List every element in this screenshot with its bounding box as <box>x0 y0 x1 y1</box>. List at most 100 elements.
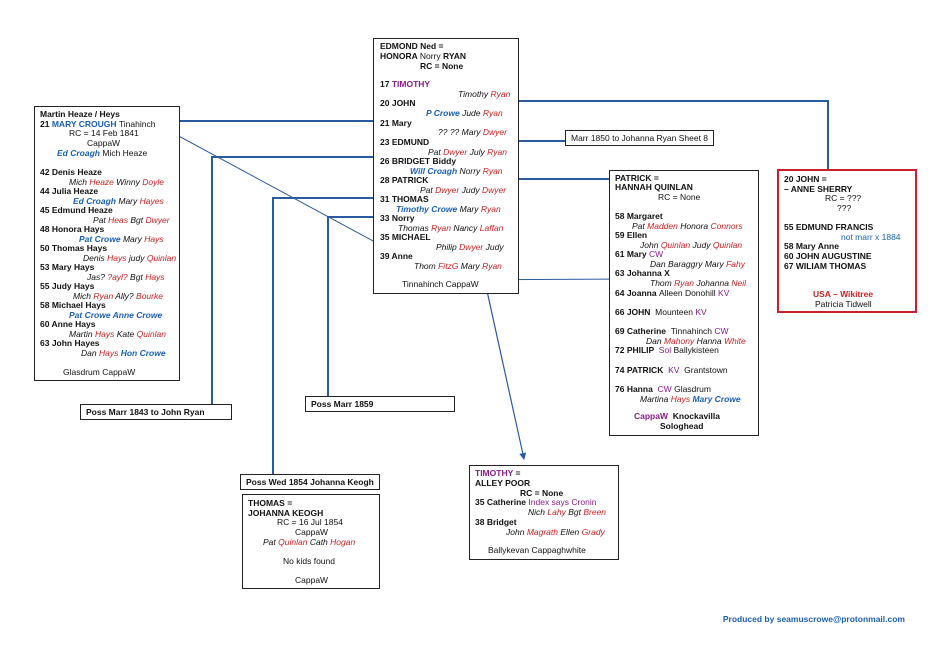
child-norry-sponsors: Thomas Ryan Nancy Laffan <box>398 223 504 233</box>
child-michael: 35 MICHAEL <box>380 232 431 242</box>
patrick-place-3: Sologhead <box>660 421 704 431</box>
john-child-60: 60 JOHN AUGUSTINE <box>784 251 872 261</box>
thomas-johanna-keogh-family-box: THOMAS = JOHANNA KEOGH RC = 16 Jul 1854 … <box>242 494 380 589</box>
child-mary-sponsors: ?? ?? Mary Dwyer <box>438 127 507 137</box>
john-child-67: 67 WILIAM THOMAS <box>784 261 867 271</box>
martin-child-50-sponsors: Denis Hays judy Quinlan <box>83 253 177 263</box>
timothy-alley-poor-family-box: TIMOTHY = ALLEY POOR RC = None 35 Cather… <box>469 465 619 560</box>
child-edmund: 23 EDMUND <box>380 137 430 147</box>
timothy-child-35-sponsors: Nich Lahy Bgt Breen <box>528 507 607 517</box>
patrick-child-69: 69 Catherine Tinnahinch CW <box>615 326 729 336</box>
martin-child-50: 50 Thomas Hays <box>40 243 108 253</box>
martin-child-45-sponsors: Pat Heas Bgt Dwyer <box>93 215 170 225</box>
timothy-child-38-sponsors: John Magrath Ellen Grady <box>506 527 605 537</box>
poss-marr-1843-note: Poss Marr 1843 to John Ryan <box>80 404 232 420</box>
child-edmund-sponsors: Pat Dwyer July Ryan <box>428 147 507 157</box>
john-child-58: 58 Mary Anne <box>784 241 839 251</box>
martin-child-53: 53 Mary Hays <box>40 262 95 272</box>
martin-spouse: 21 MARY CROUGH Tinahinch <box>40 119 156 129</box>
john-anne-sherry-family-box: 20 JOHN = – ANNE SHERRY RC = ??? ??? 55 … <box>777 169 917 313</box>
martin-child-48-sponsors: Pat Crowe Mary Hays <box>79 234 164 244</box>
martin-child-55-sponsors: Mich Ryan Ally? Bourke <box>73 291 163 301</box>
connector-norry <box>327 216 373 396</box>
timothy-header-2: ALLEY POOR <box>475 478 531 488</box>
martin-child-42-sponsors: Mich Heaze Winny Doyle <box>69 177 164 187</box>
martin-sponsors: Ed Croagh Mich Heaze <box>57 148 148 158</box>
martin-place1: CappaW <box>87 138 121 148</box>
child-norry: 33 Norry <box>380 213 415 223</box>
martin-rc: RC = 14 Feb 1841 <box>69 128 139 138</box>
timothy-child-38: 38 Bridget <box>475 517 517 527</box>
child-bridget-sponsors: Will Croagh Norry Ryan <box>410 166 503 176</box>
patrick-child-61-sponsors: Dan Baraggry Mary Fahy <box>650 259 745 269</box>
patrick-hannah-family-box: PATRICK = HANNAH QUINLAN RC = None 58 Ma… <box>609 170 759 436</box>
thomas-place-2: CappaW <box>295 575 329 585</box>
patrick-child-66: 66 JOHN Mounteen KV <box>615 307 707 317</box>
john-researcher: Patricia Tidwell <box>815 299 872 309</box>
child-thomas: 31 THOMAS <box>380 194 429 204</box>
child-timothy-sponsors: Timothy Ryan <box>458 89 511 99</box>
timothy-rc: RC = None <box>520 488 564 498</box>
martin-child-60-sponsors: Martin Hays Kate Quinlan <box>69 329 166 339</box>
martin-header: Martin Heaze / Heys <box>40 109 120 119</box>
timothy-place: Ballykevan Cappaghwhite <box>488 545 586 555</box>
john-child-55: 55 EDMUND FRANCIS <box>784 222 874 232</box>
martin-child-63: 63 John Hayes <box>40 338 100 348</box>
child-mary: 21 Mary <box>380 118 412 128</box>
john-unknown: ??? <box>837 203 852 213</box>
connector-thomas <box>272 197 373 474</box>
center-place: Tinnahinch CappaW <box>402 279 479 289</box>
patrick-child-74: 74 PATRICK KV Grantstown <box>615 365 728 375</box>
martin-child-55: 55 Judy Hays <box>40 281 95 291</box>
patrick-rc: RC = None <box>658 192 701 202</box>
producer-credit: Produced by seamuscrowe@protonmail.com <box>722 614 905 624</box>
edmond-honora-family-box: EDMOND Ned = HONORA Norry RYAN RC = None… <box>373 38 519 294</box>
patrick-child-63: 63 Johanna X <box>615 268 670 278</box>
john-rc: RC = ??? <box>825 193 862 203</box>
connector-bridget <box>211 156 373 404</box>
child-michael-sponsors: Philip Dwyer Judy <box>436 242 504 252</box>
child-thomas-sponsors: Timothy Crowe Mary Ryan <box>396 204 501 214</box>
martin-heaze-family-box: Martin Heaze / Heys 21 MARY CROUGH Tinah… <box>34 106 180 381</box>
martin-child-45: 45 Edmund Heaze <box>40 205 113 215</box>
martin-child-53-sponsors: Jas? ?ayl? Bgt Hays <box>87 272 165 282</box>
child-timothy: 17 TIMOTHY <box>380 79 431 89</box>
center-rc: RC = None <box>420 61 464 71</box>
marr-1850-note: Marr 1850 to Johanna Ryan Sheet 8 <box>565 130 715 146</box>
patrick-child-59-sponsors: John Quinlan Judy Quinlan <box>640 240 743 250</box>
martin-child-48: 48 Honora Hays <box>40 224 105 234</box>
martin-child-44-sponsors: Ed Croagh Mary Hayes <box>73 196 164 206</box>
child-john-sponsors: P Crowe Jude Ryan <box>426 108 503 118</box>
child-bridget: 26 BRIDGET Biddy <box>380 156 457 166</box>
child-anne: 39 Anne <box>380 251 413 261</box>
patrick-child-72: 72 PHILIP Sol Ballykisteen <box>615 345 719 355</box>
patrick-child-64: 64 Joanna Alleen Donohill KV <box>615 288 730 298</box>
timothy-header-1: TIMOTHY = <box>475 468 521 478</box>
child-patrick: 28 PATRICK <box>380 175 429 185</box>
poss-marr-1859-note: Poss Marr 1859 <box>305 396 455 412</box>
martin-child-42: 42 Denis Heaze <box>40 167 102 177</box>
thomas-sponsors: Pat Quinlan Cath Hogan <box>263 537 356 547</box>
john-header-1: 20 JOHN = <box>784 174 827 184</box>
patrick-child-58: 58 Margaret <box>615 211 663 221</box>
john-child-55-note: not marr x 1884 <box>841 232 901 242</box>
patrick-child-58-sponsors: Pat Madden Honora Connors <box>632 221 743 231</box>
martin-child-44: 44 Julia Heaze <box>40 186 99 196</box>
poss-wed-1854-note: Poss Wed 1854 Johanna Keogh <box>240 474 380 490</box>
center-header-1: EDMOND Ned = <box>380 41 444 51</box>
child-john: 20 JOHN <box>380 98 416 108</box>
timothy-child-35: 35 Catherine Index says Cronin <box>475 497 597 507</box>
patrick-child-61: 61 Mary CW <box>615 249 664 259</box>
john-header-2: – ANNE SHERRY <box>784 184 853 194</box>
patrick-header-2: HANNAH QUINLAN <box>615 182 693 192</box>
center-header-2: HONORA Norry RYAN <box>380 51 466 61</box>
thomas-header-1: THOMAS = <box>248 498 293 508</box>
thomas-place: CappaW <box>295 527 329 537</box>
thomas-header-2: JOHANNA KEOGH <box>248 508 324 518</box>
child-anne-sponsors: Thom FitzG Mary Ryan <box>414 261 502 271</box>
thomas-no-kids: No kids found <box>283 556 335 566</box>
martin-child-63-sponsors: Dan Hays Hon Crowe <box>81 348 166 358</box>
martin-child-60: 60 Anne Hays <box>40 319 96 329</box>
john-source: USA – Wikitree <box>813 289 874 299</box>
